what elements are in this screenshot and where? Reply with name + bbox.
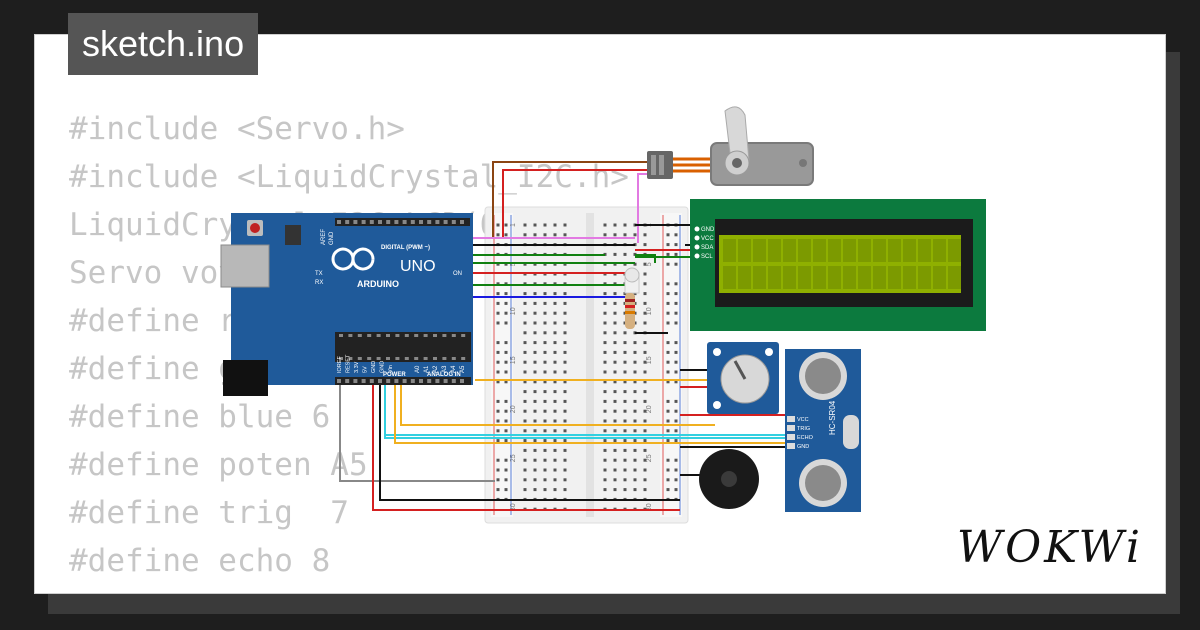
power-pin-label: GND [380, 361, 386, 373]
tx-label: TX [315, 271, 323, 277]
power-pin-label: 5V [363, 366, 369, 373]
aref-label: AREF [321, 229, 327, 245]
servo-motor [647, 106, 814, 186]
rgb-led [624, 267, 640, 294]
on-label: ON [453, 271, 462, 277]
breadboard-row-label: 5 [510, 262, 517, 266]
breadboard-row-label: 20 [646, 405, 653, 413]
ultrasonic-pin-label: GND [797, 444, 809, 450]
arduino-uno: ARDUINO UNO DIGITAL (PWM ~) POWER ANALOG… [220, 213, 473, 396]
buzzer [699, 449, 759, 509]
breadboard-holes [496, 223, 678, 511]
lcd-pin-label: GND [701, 227, 715, 233]
breadboard-row-label: 1 [510, 223, 517, 227]
breadboard-row-label: 10 [510, 307, 517, 315]
ultrasonic-label: HC-SR04 [828, 400, 837, 435]
breadboard-row-label: 25 [646, 454, 653, 462]
potentiometer [707, 342, 779, 414]
ultrasonic-pin-label: VCC [797, 417, 809, 423]
breadboard-row-label: 30 [646, 503, 653, 511]
code-line: int ra [69, 585, 629, 593]
wokwi-logo: WOKWi [956, 522, 1143, 573]
code-line: #define poten A5 [69, 447, 368, 483]
analog-pin-label: A3 [442, 365, 448, 373]
gnd-label: GND [329, 231, 335, 245]
breadboard-row-label: 10 [646, 307, 653, 315]
analog-pin-label: A0 [415, 365, 421, 373]
lcd-pin-label: SCL [701, 254, 713, 260]
resistor [625, 293, 635, 329]
digital-label: DIGITAL (PWM ~) [381, 245, 430, 251]
code-line: #define trig 7 [69, 495, 349, 531]
power-pin-label: RESET [346, 354, 352, 373]
breadboard-row-label: 30 [510, 503, 517, 511]
power-pin-label: Vin [388, 365, 394, 373]
ultrasonic-sensor: HC-SR04 VCC TRIG ECHO GND [785, 349, 861, 512]
preview-card: #include <Servo.h> #include <LiquidCrysta… [34, 34, 1166, 594]
power-pin-label: IOREF [337, 356, 343, 373]
power-pin-label: 3.3V [354, 361, 360, 373]
lcd-display: GND VCC SDA SCL [690, 199, 986, 331]
file-title: sketch.ino [68, 13, 259, 75]
breadboard-row-label: 15 [510, 356, 517, 364]
lcd-pin-label: SDA [701, 245, 713, 251]
breadboard-row-label: 15 [646, 356, 653, 364]
analog-label: ANALOG IN [427, 372, 461, 378]
arduino-brand: ARDUINO [357, 279, 399, 289]
arduino-model: UNO [400, 258, 436, 275]
breadboard-row-label: 20 [510, 405, 517, 413]
analog-pin-label: A5 [460, 365, 466, 373]
ultrasonic-pin-label: TRIG [797, 426, 810, 432]
code-line: #include <LiquidCrystal_I2C.h> [69, 159, 629, 195]
breadboard-row-label: 25 [510, 454, 517, 462]
breadboard-row-label: 5 [646, 262, 653, 266]
analog-pin-label: A2 [433, 365, 439, 373]
ultrasonic-pin-label: ECHO [797, 435, 814, 441]
code-line: #define blue 6 [69, 399, 331, 435]
analog-pin-label: A1 [424, 365, 430, 373]
power-label: POWER [383, 372, 406, 378]
code-line: #define echo 8 [69, 543, 331, 579]
lcd-pin-label: VCC [701, 236, 714, 242]
rx-label: RX [315, 280, 323, 286]
analog-pin-label: A4 [451, 365, 457, 373]
code-line: #include <Servo.h> [69, 111, 405, 147]
power-pin-label: GND [371, 361, 377, 373]
